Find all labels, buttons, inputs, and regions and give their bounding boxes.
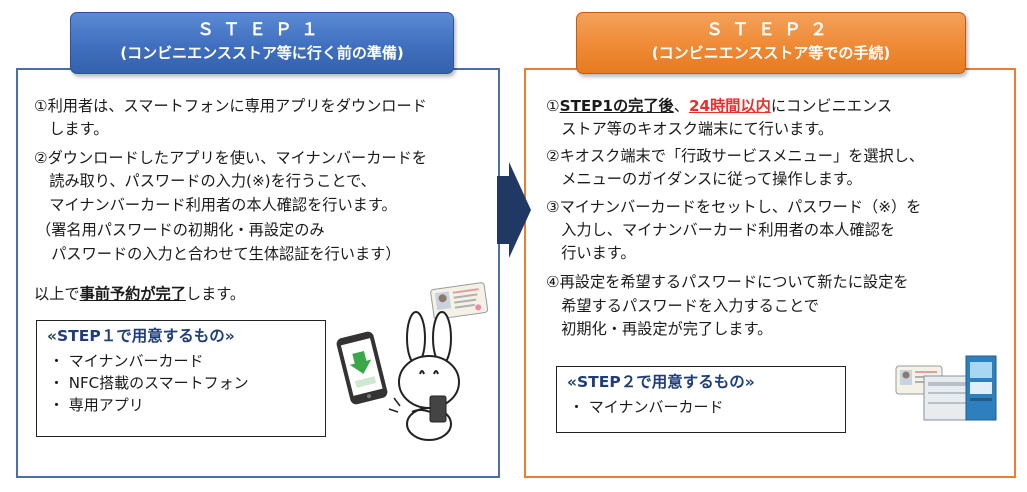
needs-item: ・ マイナンバーカード xyxy=(569,398,724,416)
step1-needs-box: «STEP１で用意するもの» ・ マイナンバーカード ・ NFC搭載のスマートフ… xyxy=(36,320,326,437)
step1-line: します。 xyxy=(34,120,109,138)
line1-post: にコンビニエンス xyxy=(770,97,893,115)
step2-needs-title: «STEP２で用意するもの» xyxy=(567,373,755,391)
step1-line: 読み取り、パスワードの入力(※)を行うことで、 xyxy=(34,172,376,190)
step2-line1: ①STEP1の完了後、24時間以内にコンビニエンス xyxy=(546,95,892,118)
step2-line: ②キオスク端末で「行政サービスメニュー」を選択し、 xyxy=(546,147,925,165)
step2-header: ＳＴＥＰ２ (コンビニエンスストア等での手続) xyxy=(576,12,966,74)
needs-item: ・ マイナンバーカード xyxy=(49,352,204,370)
needs-item: ・ 専用アプリ xyxy=(49,396,144,414)
line1-sep: 、 xyxy=(673,97,689,115)
kiosk-terminal-icon xyxy=(923,355,997,421)
step1-conclusion: 以上で事前予約が完了します。 xyxy=(34,283,245,306)
right-arrow-icon xyxy=(497,162,531,258)
rabbit-mascot-icon xyxy=(388,311,460,441)
conclusion-pre: 以上で xyxy=(34,285,80,303)
step1-line: ①利用者は、スマートフォンに専用アプリをダウンロード xyxy=(34,97,427,115)
step1-line: マイナンバーカード利用者の本人確認を行います。 xyxy=(34,196,397,214)
line1-emphasis: STEP1の完了後 xyxy=(559,97,674,115)
step1-subtitle: (コンビニエンスストア等に行く前の準備) xyxy=(120,44,404,62)
step2-line: 希望するパスワードを入力することで xyxy=(546,297,819,315)
conclusion-emphasis: 事前予約が完了 xyxy=(79,285,186,303)
conclusion-post: します。 xyxy=(185,285,246,303)
smartphone-icon xyxy=(336,331,388,405)
step1-line: パスワードの入力と合わせて生体認証を行います） xyxy=(36,245,401,263)
step2-line: ④再設定を希望するパスワードについて新たに設定を xyxy=(546,273,909,291)
step2-line: 初期化・再設定が完了します。 xyxy=(546,320,773,338)
step1-header: ＳＴＥＰ１ (コンビニエンスストア等に行く前の準備) xyxy=(70,12,454,74)
step2-needs-box: «STEP２で用意するもの» ・ マイナンバーカード xyxy=(556,366,846,433)
step2-line: ③マイナンバーカードをセットし、パスワード（※）を xyxy=(546,198,922,216)
step2-line: 行います。 xyxy=(546,244,636,262)
step1-title: ＳＴＥＰ１ xyxy=(197,20,327,40)
my-number-card-icon xyxy=(430,282,489,320)
needs-item: ・ NFC搭載のスマートフォン xyxy=(49,374,249,392)
step2-line: ストア等のキオスク端末にて行います。 xyxy=(546,120,834,138)
step1-needs-title: «STEP１で用意するもの» xyxy=(47,327,235,345)
line1-pre: ① xyxy=(546,97,560,115)
step2-subtitle: (コンビニエンスストア等での手続) xyxy=(651,44,891,62)
line1-deadline: 24時間以内 xyxy=(688,97,771,115)
step2-title: ＳＴＥＰ２ xyxy=(706,20,836,40)
step1-line: （署名用パスワードの初期化・再設定のみ xyxy=(36,221,325,239)
step1-line: ②ダウンロードしたアプリを使い、マイナンバーカードを xyxy=(34,149,427,167)
step2-line: メニューのガイダンスに従って操作します。 xyxy=(546,170,862,188)
step2-line: 入力し、マイナンバーカード利用者の本人確認を xyxy=(546,221,896,239)
